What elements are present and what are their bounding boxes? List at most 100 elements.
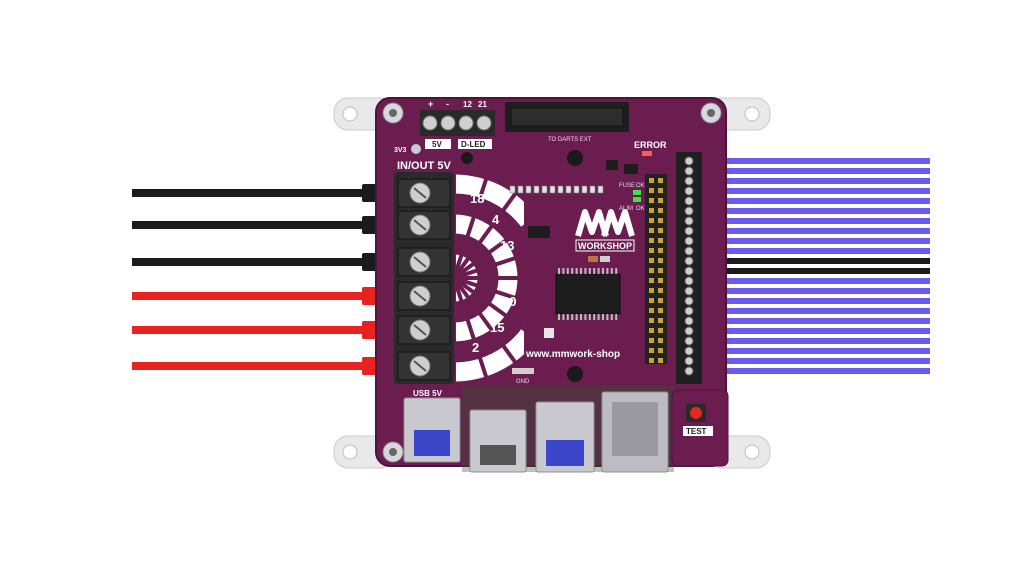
dartboard-graphic: [454, 172, 524, 384]
label-power-5v: 5V: [432, 140, 442, 149]
terminal-screw-icon: [440, 115, 456, 131]
output-terminal-strip: [676, 152, 702, 384]
label-fuse: FUSE: [619, 183, 635, 189]
bracket-hole-icon: [342, 444, 358, 460]
wire-right: [702, 218, 930, 224]
label-darts-ext: TO DARTS EXT: [548, 137, 592, 143]
wire-right: [702, 338, 930, 344]
wire-right: [702, 368, 930, 374]
right-pin-header: [645, 174, 667, 364]
terminal-screw-icon: [684, 186, 694, 196]
wire-left: [132, 326, 364, 334]
terminal-screw-icon: [684, 286, 694, 296]
terminal-screw-icon: [458, 115, 474, 131]
label-gnd: GND: [516, 379, 530, 385]
wire-right: [702, 258, 930, 264]
fuse-led-icon: [633, 190, 641, 195]
label-pin-12: 12: [463, 100, 472, 109]
terminal-screw-icon: [684, 196, 694, 206]
wire-right: [702, 168, 930, 174]
label-minus: -: [446, 99, 449, 109]
left-wires: [132, 184, 388, 375]
wire-right: [702, 308, 930, 314]
label-alim-ok: OK: [636, 206, 645, 212]
wire-right: [702, 248, 930, 254]
terminal-screw-icon: [684, 236, 694, 246]
dartboard-number: 15: [490, 320, 504, 335]
dartboard-number: 6: [508, 264, 515, 279]
label-error: ERROR: [634, 140, 667, 150]
terminal-screw-icon: [684, 366, 694, 376]
alim-led-icon: [633, 197, 641, 202]
wire-right: [702, 238, 930, 244]
main-ic-chip: [555, 268, 621, 320]
terminal-screw-icon: [476, 115, 492, 131]
terminal-screw-icon: [684, 356, 694, 366]
wire-left: [132, 258, 364, 266]
label-d-led: D-LED: [461, 140, 486, 149]
power-terminal-block: [420, 110, 495, 136]
wire-right: [702, 298, 930, 304]
wire-right: [702, 278, 930, 284]
wire-right: [702, 318, 930, 324]
bracket-hole-icon: [744, 106, 760, 122]
label-inout: IN/OUT 5V: [397, 160, 451, 172]
label-test: TEST: [686, 427, 707, 436]
logo-workshop-text: WORKSHOP: [578, 241, 632, 251]
terminal-screw-icon: [684, 206, 694, 216]
wire-left: [132, 221, 364, 229]
bracket-hole-icon: [744, 444, 760, 460]
terminal-screw-icon: [684, 296, 694, 306]
wire-right: [702, 228, 930, 234]
dartboard-number: 18: [470, 191, 484, 206]
terminal-screw-icon: [684, 276, 694, 286]
terminal-screw-icon: [684, 256, 694, 266]
wire-left: [132, 362, 364, 370]
error-led-icon: [642, 151, 652, 156]
mm-logo: [575, 209, 635, 237]
darts-ext-connector: [505, 102, 629, 132]
wire-right: [702, 188, 930, 194]
wire-right: [702, 358, 930, 364]
terminal-screw-icon: [684, 266, 694, 276]
terminal-screw-icon: [684, 336, 694, 346]
test-button-cap-icon[interactable]: [690, 407, 702, 419]
wire-right: [702, 348, 930, 354]
terminal-screw-icon: [684, 316, 694, 326]
inout-terminal-block: [394, 172, 454, 384]
wire-right: [702, 268, 930, 274]
wire-left: [132, 292, 364, 300]
label-fuse-ok: OK: [636, 183, 645, 189]
label-usb-5v: USB 5V: [413, 389, 443, 398]
label-alim: ALIM: [619, 206, 633, 212]
dartboard-number: 10: [502, 294, 516, 309]
wire-right: [702, 178, 930, 184]
right-wires: [702, 158, 930, 374]
terminal-screw-icon: [684, 166, 694, 176]
smd-resistor-row: [509, 185, 604, 194]
label-plus: +: [428, 99, 433, 109]
terminal-screw-icon: [422, 115, 438, 131]
dartboard-number: 13: [500, 238, 514, 253]
dartboard-number: 4: [492, 212, 500, 227]
label-pin-21: 21: [478, 100, 487, 109]
terminal-screw-icon: [684, 306, 694, 316]
raspberry-ports: [403, 386, 674, 473]
wire-left: [132, 189, 364, 197]
terminal-screw-icon: [684, 326, 694, 336]
terminal-screw-icon: [684, 176, 694, 186]
wire-right: [702, 328, 930, 334]
label-website: www.mmwork-shop: [525, 349, 620, 360]
terminal-screw-icon: [684, 346, 694, 356]
terminal-screw-icon: [684, 246, 694, 256]
label-3v3: 3V3: [394, 147, 407, 154]
bracket-hole-icon: [342, 106, 358, 122]
terminal-screw-icon: [684, 156, 694, 166]
wire-right: [702, 198, 930, 204]
dartboard-number: 2: [472, 340, 479, 355]
wire-right: [702, 288, 930, 294]
terminal-screw-icon: [684, 226, 694, 236]
wire-right: [702, 158, 930, 164]
terminal-screw-icon: [684, 216, 694, 226]
